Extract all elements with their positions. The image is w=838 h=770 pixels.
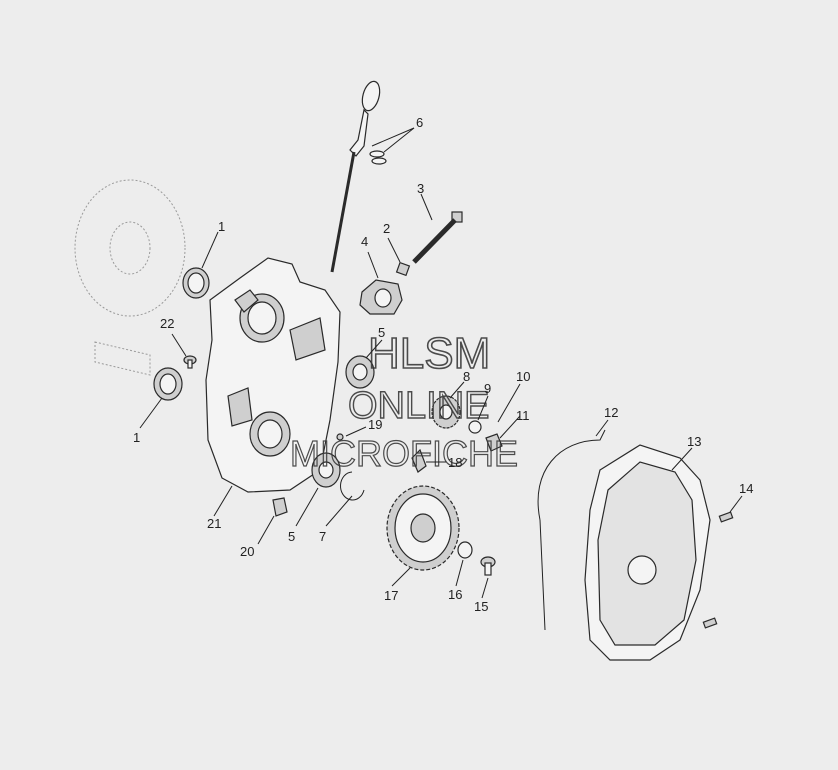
callout-9: 9	[484, 381, 491, 396]
nut-2	[395, 261, 411, 277]
leader-lines	[139, 127, 743, 599]
callout-10: 10	[516, 369, 530, 384]
callout-16: 16	[448, 587, 462, 602]
callout-labels: 1 1 2 3 4 5 5 6 7 8 9 10 11 12 13 14 15 …	[133, 115, 753, 614]
callout-20: 20	[240, 544, 254, 559]
seal-lower	[153, 367, 183, 401]
gasket	[537, 429, 606, 631]
sprocket-upper	[431, 395, 461, 429]
seal-upper	[182, 267, 210, 299]
callout-7: 7	[319, 529, 326, 544]
callout-14: 14	[739, 481, 753, 496]
chaincase-housing	[205, 257, 341, 493]
tensioner	[359, 279, 403, 315]
bearing-lower	[311, 452, 341, 488]
watermark: HLSM ONLINE MICROFICHE	[289, 328, 518, 474]
callout-12: 12	[604, 405, 618, 420]
snap-ring	[340, 471, 365, 501]
callout-8: 8	[463, 369, 470, 384]
cover-bolt-upper	[718, 511, 734, 523]
bolt-3	[412, 211, 463, 264]
callout-21: 21	[207, 516, 221, 531]
callout-11: 11	[516, 408, 530, 423]
chaincase-cover	[584, 444, 711, 661]
watermark-line1: HLSM	[368, 329, 490, 378]
nut-11	[485, 433, 503, 452]
callout-6: 6	[416, 115, 423, 130]
pin-19	[336, 433, 344, 441]
drain-plug	[272, 497, 288, 517]
callout-19: 19	[368, 417, 382, 432]
watermark-line3: MICROFICHE	[290, 433, 518, 474]
dipstick	[330, 80, 387, 273]
screw-22	[183, 355, 197, 369]
callout-3: 3	[417, 181, 424, 196]
callout-4: 4	[361, 234, 368, 249]
callout-1-upper: 1	[218, 219, 225, 234]
bearing-upper	[345, 355, 375, 389]
cover-bolt-lower	[702, 617, 718, 629]
callout-1-lower: 1	[133, 430, 140, 445]
callout-5-lower: 5	[288, 529, 295, 544]
watermark-line2: ONLINE	[348, 385, 489, 427]
background-drive-sketch	[74, 179, 186, 376]
callout-22: 22	[160, 316, 174, 331]
callout-15: 15	[474, 599, 488, 614]
bolt-15	[480, 556, 496, 576]
callout-13: 13	[687, 434, 701, 449]
callout-18: 18	[448, 455, 462, 470]
callout-5-upper: 5	[378, 325, 385, 340]
callout-17: 17	[384, 588, 398, 603]
sprocket-lower	[386, 485, 460, 571]
washer-16	[457, 541, 473, 559]
lock-tab	[411, 448, 427, 473]
callout-2: 2	[383, 221, 390, 236]
washer-9	[468, 420, 482, 434]
